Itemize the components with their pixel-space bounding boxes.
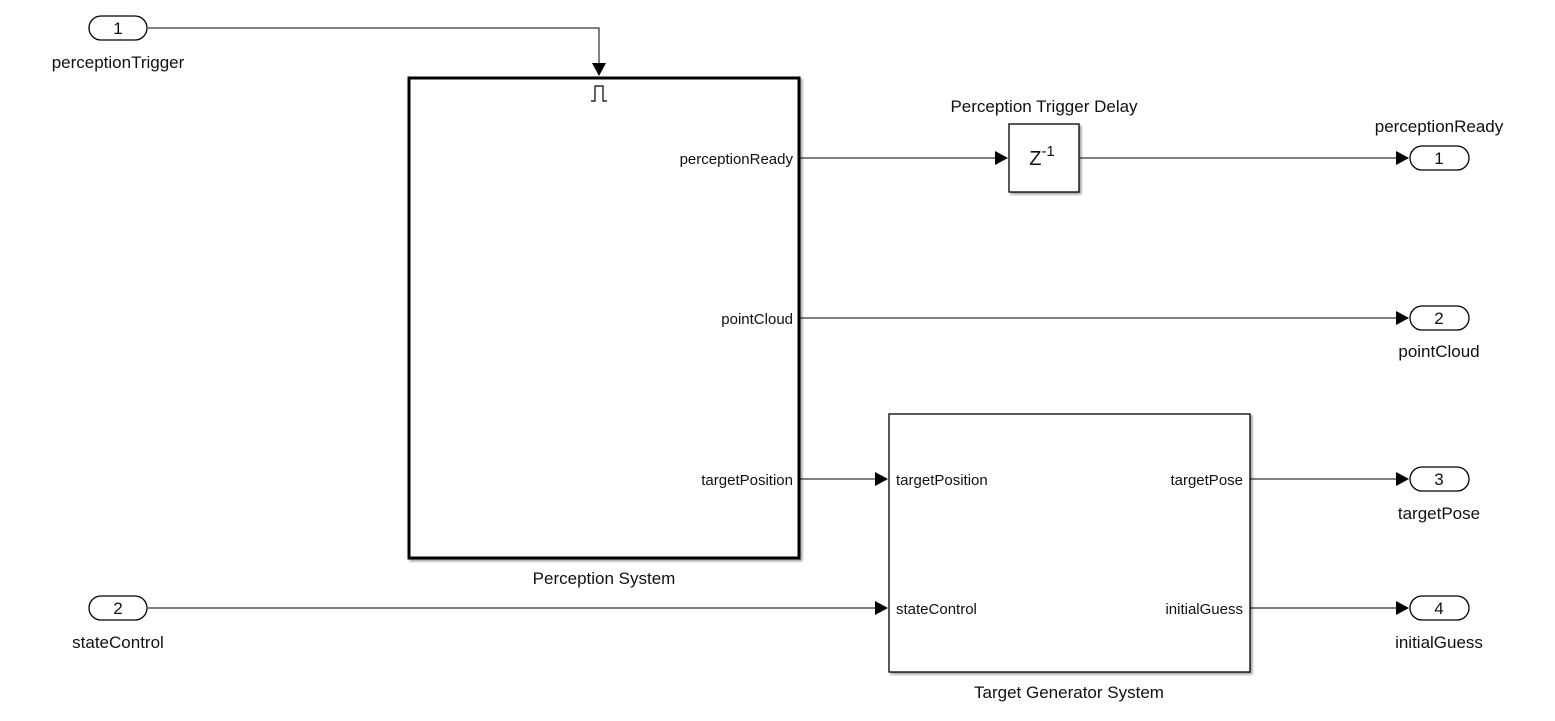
perception-output-port-label: pointCloud [721,311,793,328]
outport-1[interactable]: perceptionReady 1 [1375,117,1504,171]
outport-3-number: 3 [1434,470,1443,489]
inport-2-label: stateControl [72,633,164,652]
target-generator-system-block[interactable]: targetPosition stateControl targetPose i… [888,413,1251,702]
arrowhead-delay-in [995,151,1008,165]
target-generator-output-label: initialGuess [1165,601,1243,618]
perception-system-block[interactable]: perceptionReady pointCloud targetPositio… [407,76,801,588]
inport-1-shape[interactable] [88,15,148,41]
delay-block-frame[interactable] [1008,123,1080,193]
delay-symbol-base: Z [1029,148,1041,170]
delay-block-name: Perception Trigger Delay [950,97,1138,116]
perception-output-port-label: perceptionReady [680,151,794,168]
inport-2-number: 2 [113,599,122,618]
perception-system-frame[interactable] [407,76,801,560]
outport-2-label: pointCloud [1398,342,1479,361]
outport-2[interactable]: 2 pointCloud [1398,305,1480,361]
target-generator-input-label: stateControl [896,601,977,618]
inport-1-label: perceptionTrigger [52,53,185,72]
target-generator-output-label: targetPose [1170,472,1243,489]
outport-2-number: 2 [1434,309,1443,328]
outport-3-label: targetPose [1398,504,1480,523]
arrowhead-outport-3 [1396,472,1409,486]
arrowhead-tg-state-control [875,601,888,615]
delay-symbol-exponent: -1 [1041,143,1054,160]
target-generator-frame[interactable] [888,413,1251,673]
inport-1-number: 1 [113,19,122,38]
arrowhead-tg-target-position [875,472,888,486]
outport-3[interactable]: 3 targetPose [1398,466,1480,523]
target-generator-name: Target Generator System [974,683,1164,702]
outport-1-number: 1 [1434,149,1443,168]
arrowhead-outport-4 [1396,601,1409,615]
arrowhead-outport-2 [1396,311,1409,325]
wire-perception-trigger[interactable] [148,27,600,66]
perception-system-name: Perception System [533,569,676,588]
outport-4[interactable]: 4 initialGuess [1395,595,1483,652]
inport-2[interactable]: 2 stateControl [72,595,164,652]
inport-1[interactable]: 1 perceptionTrigger [52,15,185,72]
arrowhead-trigger [592,63,606,76]
outport-3-shape[interactable] [1409,466,1470,492]
rising-pulse-trigger-icon [591,85,607,102]
target-generator-input-label: targetPosition [896,472,988,489]
delay-symbol: Z-1 [1029,143,1055,170]
outport-4-shape[interactable] [1409,595,1470,621]
outport-2-shape[interactable] [1409,305,1470,331]
outport-1-shape[interactable] [1409,145,1470,171]
arrowhead-outport-1 [1396,151,1409,165]
perception-trigger-delay-block[interactable]: Perception Trigger Delay Z-1 [950,97,1138,193]
outport-1-label: perceptionReady [1375,117,1504,136]
outport-4-number: 4 [1434,599,1443,618]
outport-4-label: initialGuess [1395,633,1483,652]
perception-output-port-label: targetPosition [701,472,793,489]
inport-2-shape[interactable] [88,595,148,621]
signal-lines [148,27,1409,615]
